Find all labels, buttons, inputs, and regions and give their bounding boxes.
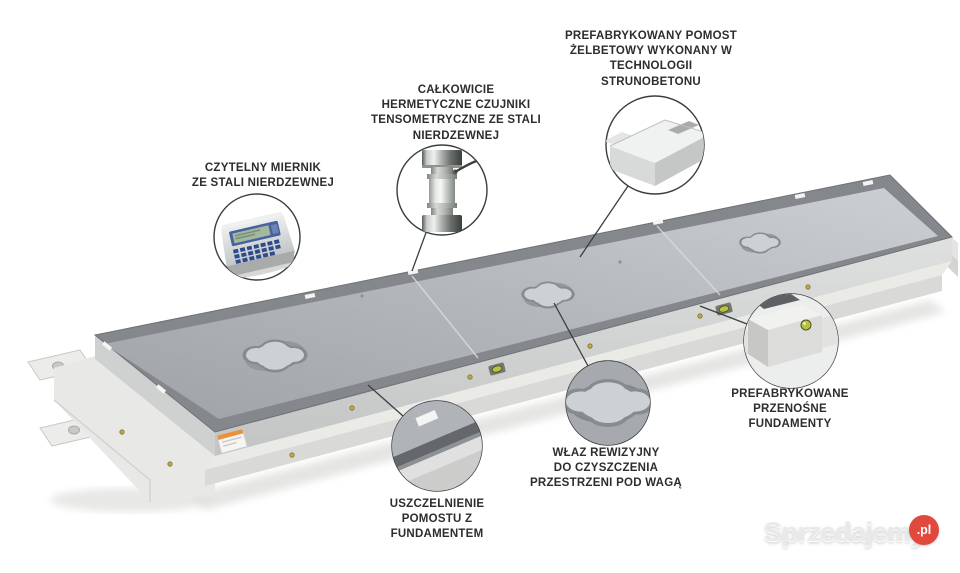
manhole-cover-3 bbox=[739, 232, 781, 254]
anchor-screws bbox=[119, 284, 811, 467]
callout-circle-deck bbox=[605, 95, 705, 195]
deck-anchor-dot bbox=[360, 294, 364, 298]
platform-side-left bbox=[95, 335, 215, 456]
callout-circle-manhole bbox=[565, 360, 651, 446]
leader-load-cell bbox=[411, 229, 428, 272]
keypad bbox=[232, 239, 281, 264]
manhole-cover-2 bbox=[521, 281, 575, 309]
manhole-cover-1 bbox=[242, 339, 308, 373]
seal-markers bbox=[101, 180, 874, 394]
deck-seam-1 bbox=[411, 275, 479, 359]
label-manhole: WŁAZ REWIZYJNY DO CZYSZCZENIA PRZESTRZEN… bbox=[530, 447, 682, 490]
deck-anchor-dot-2 bbox=[618, 260, 622, 264]
deck-surface bbox=[104, 188, 938, 419]
foundation-left-edge bbox=[53, 399, 151, 502]
platform-side-near bbox=[215, 237, 952, 456]
callout-leader-lines bbox=[367, 185, 748, 417]
foundation-left-block bbox=[54, 356, 215, 502]
seal-detail bbox=[392, 401, 482, 491]
label-seal: USZCZELNIENIE POMOSTU Z FUNDAMENTEM bbox=[389, 498, 485, 541]
label-meter: CZYTELNY MIERNIK ZE STALI NIERDZEWNEJ bbox=[191, 162, 335, 190]
deck-corner bbox=[606, 119, 704, 186]
label-deck: PREFABRYKOWANY POMOST ŻELBETOWY WYKONANY… bbox=[564, 30, 738, 88]
foundation-detail bbox=[744, 294, 838, 388]
load-cell bbox=[422, 150, 480, 232]
callout-circle-meter bbox=[213, 193, 301, 281]
callout-circle-foundations bbox=[743, 293, 839, 389]
callout-circle-load-cell bbox=[396, 144, 488, 236]
label-load-cell: CAŁKOWICIE HERMETYCZNE CZUJNIKI TENSOMET… bbox=[371, 84, 541, 142]
deck-seam-2 bbox=[656, 225, 721, 296]
leader-manhole bbox=[553, 302, 589, 367]
level-indicator-2 bbox=[715, 302, 733, 316]
callout-circle-seal bbox=[391, 400, 483, 492]
leader-seal bbox=[367, 384, 404, 417]
level-indicator-detail bbox=[800, 319, 812, 331]
foundation-lug-hole-2 bbox=[68, 425, 80, 435]
weight-indicator bbox=[221, 211, 297, 278]
manhole-detail bbox=[566, 361, 650, 445]
leader-deck bbox=[579, 185, 629, 258]
leader-foundations bbox=[699, 305, 748, 325]
level-indicator-1 bbox=[488, 362, 506, 376]
rating-plate bbox=[216, 428, 248, 454]
label-foundations: PREFABRYKOWANE PRZENOŚNE FUNDAMENTY bbox=[731, 388, 849, 431]
